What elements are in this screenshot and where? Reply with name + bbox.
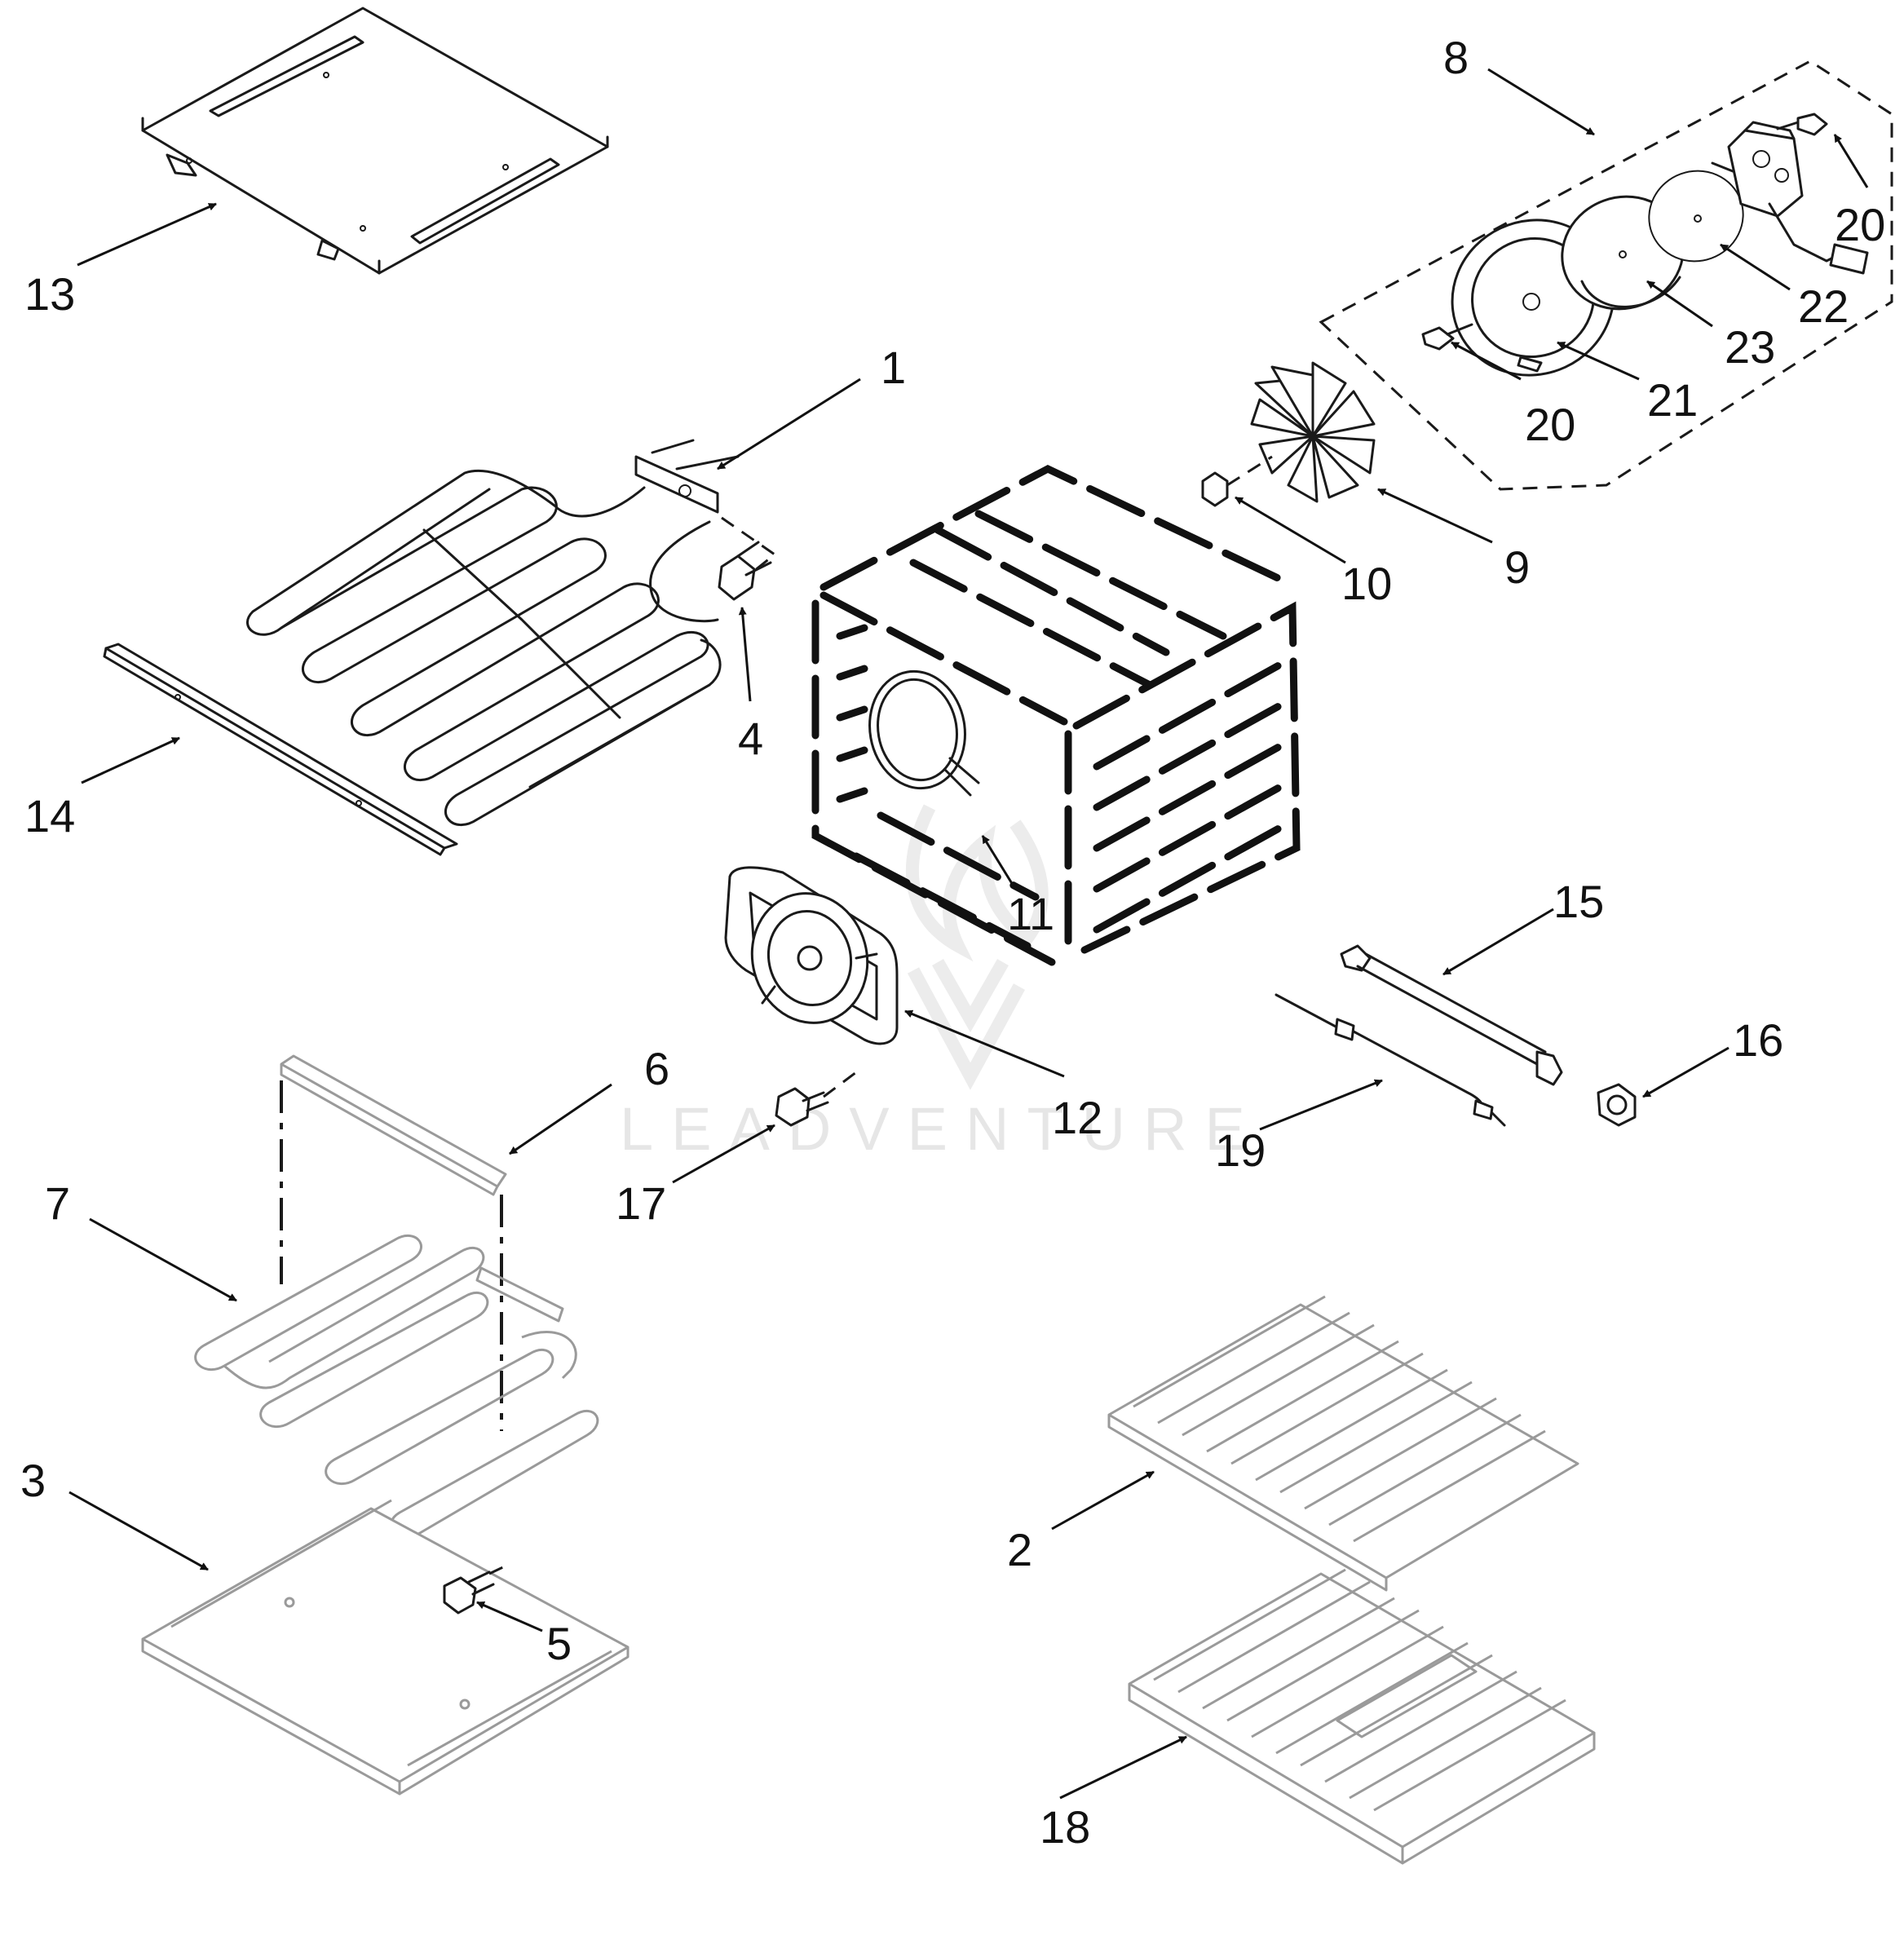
leader-12 (904, 1009, 1065, 1078)
leader-23 (1646, 280, 1713, 328)
callout-7: 7 (45, 1177, 70, 1229)
leader-21 (1557, 341, 1640, 381)
callout-4: 4 (738, 713, 763, 764)
leader-18 (1059, 1735, 1187, 1800)
leader-14 (81, 736, 180, 784)
part-screw-20-top[interactable] (1776, 113, 1828, 136)
part-oven-rack (1107, 1295, 1579, 1592)
callout-8: 8 (1443, 32, 1469, 83)
callout-20-top: 20 (1835, 199, 1885, 250)
callout-9: 9 (1504, 541, 1530, 593)
callout-23: 23 (1725, 321, 1775, 373)
callout-21: 21 (1647, 374, 1698, 426)
assembly-line-4 (721, 516, 777, 572)
leader-16 (1642, 1046, 1730, 1098)
part-bake-element (194, 1234, 599, 1539)
callout-14: 14 (24, 790, 75, 842)
part-meat-probe[interactable] (1274, 993, 1506, 1127)
leader-7 (89, 1217, 237, 1302)
part-temperature-sensor[interactable] (1340, 944, 1563, 1086)
part-hex-nut-16[interactable] (1597, 1083, 1637, 1127)
part-screw-20-bottom[interactable] (1421, 323, 1473, 351)
part-bracket (280, 1054, 507, 1196)
callout-labels: 1 2 3 4 5 6 7 8 9 10 11 12 13 14 15 16 1… (20, 32, 1885, 1853)
leader-8 (1487, 68, 1595, 136)
leader-1 (717, 378, 861, 470)
callout-18: 18 (1040, 1801, 1090, 1853)
part-oven-cavity[interactable] (811, 464, 1301, 966)
callout-17: 17 (616, 1177, 666, 1229)
callout-15: 15 (1553, 876, 1604, 927)
part-fan-blade[interactable] (1250, 361, 1376, 503)
leader-22 (1720, 243, 1791, 291)
leader-19 (1259, 1079, 1383, 1131)
leader-17 (672, 1124, 775, 1184)
watermark-text: LEADVENTURE (620, 1095, 1263, 1163)
callout-12: 12 (1052, 1092, 1102, 1143)
leader-20-bottom (1451, 341, 1522, 381)
callout-6: 6 (644, 1043, 669, 1094)
part-fan-cover[interactable] (724, 866, 899, 1045)
part-broil-element[interactable] (246, 439, 740, 826)
leader-6 (509, 1083, 612, 1155)
leader-9 (1377, 488, 1493, 544)
callout-11: 11 (1007, 888, 1054, 939)
callout-13: 13 (24, 268, 75, 320)
watermark: LEADVENTURE (620, 804, 1263, 1163)
part-screw-17[interactable] (775, 1071, 857, 1127)
part-top-panel[interactable] (141, 7, 609, 275)
leader-lines (68, 68, 1869, 1800)
assembly-box-8 (1319, 60, 1893, 491)
callout-16: 16 (1733, 1014, 1783, 1066)
part-convection-element[interactable] (860, 664, 980, 797)
callout-3: 3 (20, 1455, 46, 1506)
callout-1: 1 (881, 342, 906, 393)
callout-19: 19 (1215, 1124, 1266, 1176)
leader-4 (738, 607, 752, 702)
watermark-v-logo (907, 959, 1026, 1090)
leader-3 (68, 1491, 209, 1571)
leader-15 (1442, 908, 1554, 976)
callout-10: 10 (1341, 558, 1392, 609)
part-screw-4[interactable] (718, 541, 772, 601)
callout-20-bottom: 20 (1525, 399, 1575, 450)
part-convection-motor[interactable] (1711, 121, 1869, 275)
leader-20-top (1833, 134, 1869, 188)
part-nut-10[interactable] (1201, 455, 1273, 507)
part-screw-5[interactable] (443, 1562, 510, 1615)
leader-2 (1051, 1470, 1155, 1531)
part-bottom-panel (141, 1499, 630, 1796)
leader-13 (77, 202, 217, 267)
part-heat-shield[interactable] (103, 643, 458, 856)
leader-11 (981, 835, 1017, 890)
callout-22: 22 (1798, 281, 1849, 332)
leader-10 (1235, 496, 1346, 564)
callout-2: 2 (1007, 1524, 1032, 1575)
part-roller-rack (1128, 1568, 1596, 1865)
callout-5: 5 (546, 1618, 572, 1669)
leader-5 (476, 1601, 543, 1632)
